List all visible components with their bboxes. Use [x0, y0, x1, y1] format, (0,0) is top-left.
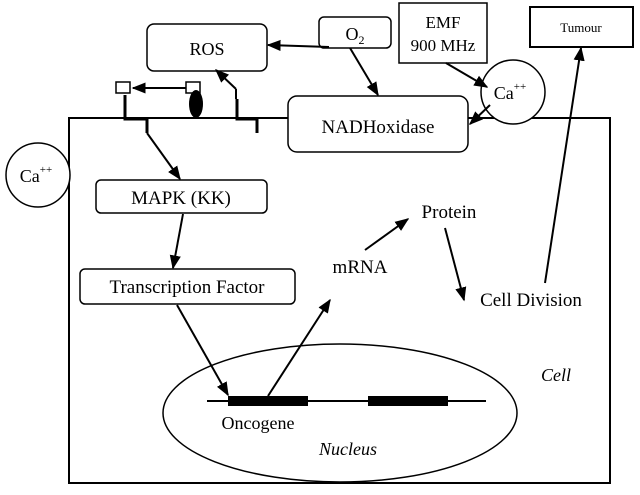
- calcium-label-top: Ca++: [494, 81, 526, 103]
- calcium-label-left: Ca++: [20, 164, 52, 186]
- ros-label: ROS: [189, 39, 224, 59]
- emf-label-line2: 900 MHz: [411, 36, 476, 55]
- nucleus-label: Nucleus: [318, 439, 377, 459]
- oxygen-box: [318, 16, 392, 49]
- oncogene-segment: [228, 396, 308, 406]
- arrow-emf-calcium: [445, 62, 489, 88]
- oncogene-label: Oncogene: [222, 413, 295, 433]
- emf-box: [398, 2, 488, 64]
- receptor-channel: [189, 90, 203, 118]
- transcription-factor-box: [79, 268, 296, 305]
- nadh-oxidase-label: NADHoxidase: [322, 117, 435, 138]
- mapk-label: MAPK (KK): [131, 188, 231, 209]
- arrow-transcription-oncogene: [176, 304, 229, 397]
- calcium-circle-left: [5, 142, 71, 208]
- cell-label: Cell: [541, 365, 571, 385]
- arrow-calcium-nadh: [468, 104, 491, 125]
- calcium-circle-top: [480, 59, 546, 125]
- emf-label-line1: EMF: [426, 13, 461, 32]
- arrow-oncogene-mrna: [267, 298, 331, 397]
- arrow-division-tumour: [544, 46, 585, 284]
- arrow-oxygen-ros: [266, 39, 330, 52]
- arrow-ros-nadh: [214, 69, 237, 90]
- mapk-box: [95, 179, 268, 214]
- oxygen-label: O2: [346, 24, 365, 47]
- arrow-oxygen-nadh: [349, 47, 379, 97]
- protein-label: Protein: [422, 202, 477, 223]
- membrane-receptor: [123, 95, 259, 133]
- mrna-label: mRNA: [333, 257, 388, 278]
- arrow-protein-division: [444, 227, 467, 302]
- gene-segment: [368, 396, 448, 406]
- arrow-mapk-transcription: [169, 213, 184, 270]
- arrow-mrna-protein: [364, 218, 410, 251]
- nucleus-ellipse: [162, 343, 518, 483]
- tumour-box: [529, 6, 634, 48]
- cell-division-label: Cell Division: [480, 290, 582, 311]
- receptor-square-left: [115, 81, 131, 94]
- transcription-factor-label: Transcription Factor: [110, 277, 266, 298]
- arrows: [131, 39, 585, 397]
- tumour-label: Tumour: [560, 20, 602, 35]
- arrow-receptor-mapk: [146, 132, 181, 181]
